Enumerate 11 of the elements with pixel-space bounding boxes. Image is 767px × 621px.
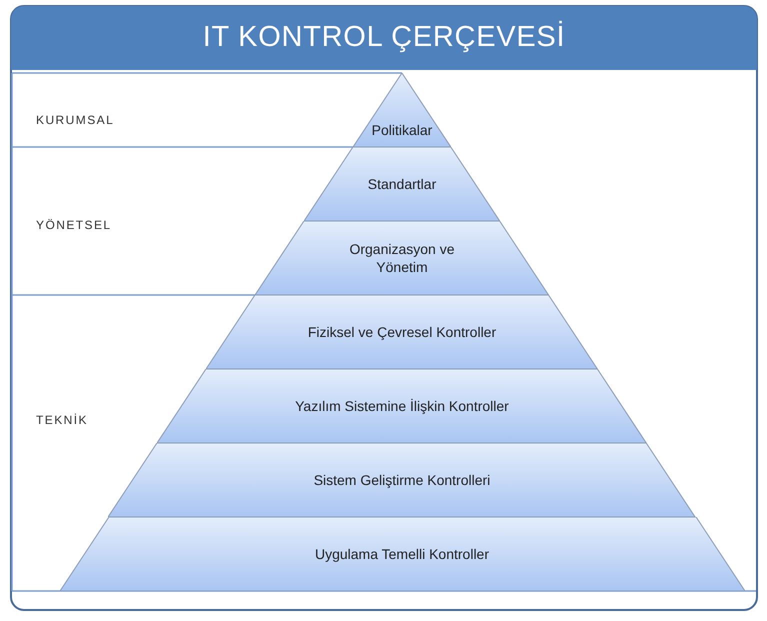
tier-label: Organizasyon ve Yönetim: [348, 240, 456, 276]
tier-group-label: TEKNİK: [36, 414, 88, 426]
tier-label: Sistem Geliştirme Kontrolleri: [314, 470, 490, 490]
tier-label: Standartlar: [368, 174, 436, 194]
tier-label: Politikalar: [372, 120, 432, 139]
title: IT KONTROL ÇERÇEVESİ: [202, 20, 566, 56]
tier-label: Uygulama Temelli Kontroller: [314, 544, 490, 564]
tier-label: Yazılım Sistemine İlişkin Kontroller: [295, 396, 509, 416]
tier-group-label: YÖNETSEL: [36, 219, 112, 231]
tier-label: Fiziksel ve Çevresel Kontroller: [308, 322, 496, 342]
tier-group-label: KURUMSAL: [36, 114, 114, 126]
